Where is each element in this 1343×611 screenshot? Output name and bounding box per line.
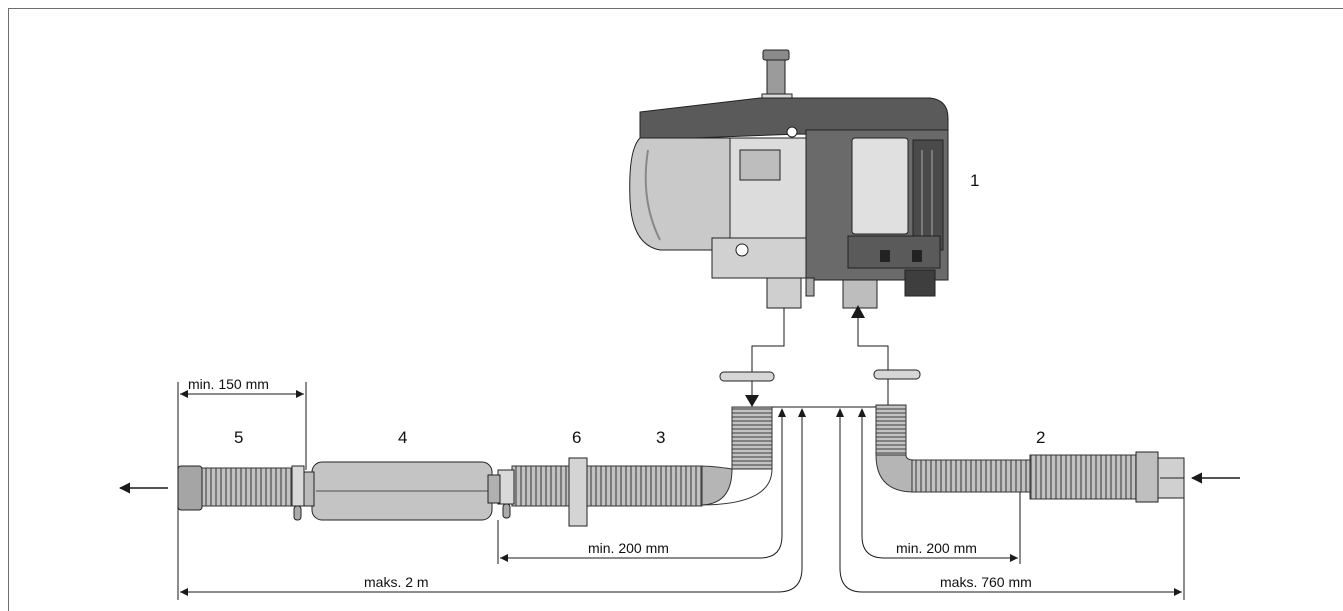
dim-exhaust-max: maks. 2 m [364,574,429,590]
silencer [311,461,501,521]
dim-intake-max: maks. 760 mm [940,574,1032,590]
intake-pipe [875,404,1185,503]
callout-5: 5 [234,428,243,447]
tail-pipe [177,465,315,521]
callout-4: 4 [398,428,407,447]
callout-3: 3 [656,428,665,447]
callout-6: 6 [572,428,581,447]
dim-exhaust-min: min. 200 mm [588,540,669,556]
dimension-arrowheads [180,390,1182,596]
exhaust-clip [719,371,775,382]
exhaust-pipe [511,406,773,507]
pipe-leader-lines [745,305,889,407]
dim-intake-min: min. 200 mm [896,540,977,556]
heater-unit [629,49,949,309]
diagram-frame [8,8,1343,611]
dimension-lines [177,382,1185,600]
clamp-bracket [568,457,588,527]
intake-clip [873,369,921,380]
callout-2: 2 [1036,428,1045,447]
callout-1: 1 [970,171,979,190]
dim-tail-pipe-min: min. 150 mm [188,376,269,392]
